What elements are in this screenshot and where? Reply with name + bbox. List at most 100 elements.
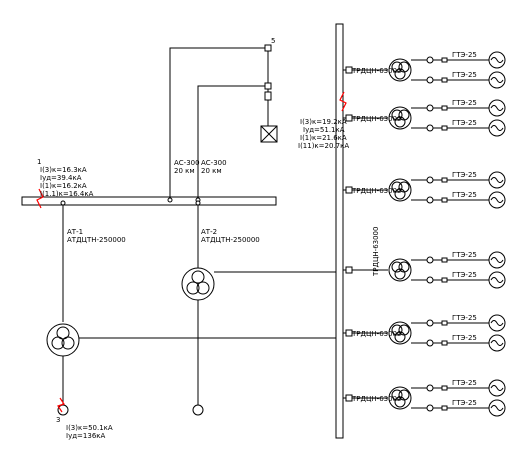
point-3-generator-icon <box>57 404 69 416</box>
point-5-number: 5 <box>271 37 275 45</box>
unit-5-gen-2-sine-icon <box>490 340 504 346</box>
unit-3-breaker <box>345 186 353 194</box>
at-1-breaker <box>60 200 66 206</box>
unit-6-gen-1-label: ГТЭ-25 <box>452 379 477 387</box>
unit-4-gen-2-switch <box>441 277 448 283</box>
unit-3-gen-1-breaker <box>426 176 434 184</box>
unit-6-gen-2-sine-icon <box>490 405 504 411</box>
unit-6-gen-1-sine-icon <box>490 385 504 391</box>
fault-point-1-icon <box>36 188 44 209</box>
line-1-breaker <box>167 197 173 203</box>
unit-5-gen-2-breaker <box>426 339 434 347</box>
unit-1-gen-1-label: ГТЭ-25 <box>452 51 477 59</box>
unit-4-winding-lv2 <box>394 268 406 280</box>
unit-1-gen-1-sine-icon <box>490 57 504 63</box>
unit-3-gen-2-breaker <box>426 196 434 204</box>
load-box-diag-2 <box>260 125 278 143</box>
unit-3-winding-hv <box>391 181 403 193</box>
unit-1-gen-2-breaker <box>426 76 434 84</box>
unit-2-gen-2-switch <box>441 125 448 131</box>
unit-6-gen-2-breaker <box>426 404 434 412</box>
unit-2-winding-hv <box>391 109 403 121</box>
unit-4-winding-hv <box>391 261 403 273</box>
unit-5-gen-2-label: ГТЭ-25 <box>452 334 477 342</box>
busbar-vertical <box>335 23 344 439</box>
unit-5-winding-lv1 <box>398 324 410 336</box>
unit-1-gen-1-switch <box>441 57 448 63</box>
at-1-type: АТДЦТН-250000 <box>67 236 126 244</box>
at-2-end-terminal <box>192 404 204 416</box>
unit-6-winding-hv <box>391 389 403 401</box>
unit-2-gen-1-label: ГТЭ-25 <box>452 99 477 107</box>
point-1-number: 1 <box>37 158 41 166</box>
unit-5-breaker <box>345 329 353 337</box>
unit-4-gen-2-breaker <box>426 276 434 284</box>
unit-3-gen-2-sine-icon <box>490 197 504 203</box>
unit-6-breaker <box>345 394 353 402</box>
at-1-winding-lv <box>61 336 75 350</box>
unit-5-gen-1-sine-icon <box>490 320 504 326</box>
unit-4-gen-2-sine-icon <box>490 277 504 283</box>
unit-3-gen-1-label: ГТЭ-25 <box>452 171 477 179</box>
point-2-current-4: I(11)к=20.7кА <box>298 142 349 150</box>
at-2-winding-hv <box>191 270 205 284</box>
unit-3-gen-1-sine-icon <box>490 177 504 183</box>
unit-1-gen-1-breaker <box>426 56 434 64</box>
unit-3-gen-2-switch <box>441 197 448 203</box>
point-1-current-3: I(1)к=16.2кА <box>40 182 87 190</box>
unit-6-gen-2-label: ГТЭ-25 <box>452 399 477 407</box>
unit-2-gen-1-breaker <box>426 104 434 112</box>
unit-2-breaker <box>345 114 353 122</box>
unit-2-winding-lv1 <box>398 109 410 121</box>
point-2-current-1: I(3)к=19.2кА <box>300 118 347 126</box>
unit-1-gen-2-label: ГТЭ-25 <box>452 71 477 79</box>
unit-2-winding-lv2 <box>394 116 406 128</box>
unit-5-gen-2-switch <box>441 340 448 346</box>
fault-point-3-icon <box>57 397 65 413</box>
unit-1-gen-2-switch <box>441 77 448 83</box>
point-2-current-2: Iуд=51.1кА <box>303 126 345 134</box>
line-1-wire <box>169 47 265 197</box>
unit-4-winding-lv1 <box>398 261 410 273</box>
unit-5-gen-1-breaker <box>426 319 434 327</box>
unit-4-gen-1-label: ГТЭ-25 <box>452 251 477 259</box>
unit-3-gen-1-switch <box>441 177 448 183</box>
at-1-name: АТ-1 <box>67 228 83 236</box>
unit-blocks: ГТЭ-25ГТЭ-25ТРДЦН-63000ГТЭ-25ГТЭ-25ТРДЦН… <box>343 51 506 417</box>
unit-6-gen-1-breaker <box>426 384 434 392</box>
unit-5-winding-hv <box>391 324 403 336</box>
line-2-wire <box>197 85 265 197</box>
point-3-current-2: Iуд=136кА <box>66 432 106 440</box>
point-1-current-1: I(3)к=16.3кА <box>40 166 87 174</box>
unit-4-gen-1-breaker <box>426 256 434 264</box>
unit-5-gen-1-label: ГТЭ-25 <box>452 314 477 322</box>
at-2-type: АТДЦТН-250000 <box>201 236 260 244</box>
unit-1-gen-2-sine-icon <box>490 77 504 83</box>
line-1-length: 20 км <box>174 167 195 175</box>
unit-2-gen-2-sine-icon <box>490 125 504 131</box>
unit-5-gen-1-switch <box>441 320 448 326</box>
unit-2-gen-2-breaker <box>426 124 434 132</box>
unit-1-winding-lv1 <box>398 61 410 73</box>
point-3-current-1: I(3)к=50.1кА <box>66 424 113 432</box>
line-1-disconnector <box>264 44 272 52</box>
line-2-label: АС-300 <box>201 159 227 167</box>
unit-3-gen-2-label: ГТЭ-25 <box>452 191 477 199</box>
unit-3-transformer-label: ТРДЦН-63000 <box>351 187 401 195</box>
line-1-label: АС-300 <box>174 159 200 167</box>
point-2-current-3: I(1)к=21.6кА <box>300 134 347 142</box>
fault-point-2-icon <box>339 91 347 112</box>
unit-3-winding-lv2 <box>394 188 406 200</box>
unit-4-breaker <box>345 266 353 274</box>
point-3-number: 3 <box>56 416 60 424</box>
at-2-name: АТ-2 <box>201 228 217 236</box>
line-2-length: 20 км <box>201 167 222 175</box>
transformer-vertical-label: ТРДЦН-63000 <box>372 227 380 277</box>
busbar-horizontal <box>21 196 277 206</box>
unit-1-winding-lv2 <box>394 68 406 80</box>
at-2-breaker <box>195 200 201 206</box>
unit-1-transformer-label: ТРДЦН-63000 <box>351 67 401 75</box>
at-1-winding-mv <box>51 336 65 350</box>
unit-2-gen-1-switch <box>441 105 448 111</box>
